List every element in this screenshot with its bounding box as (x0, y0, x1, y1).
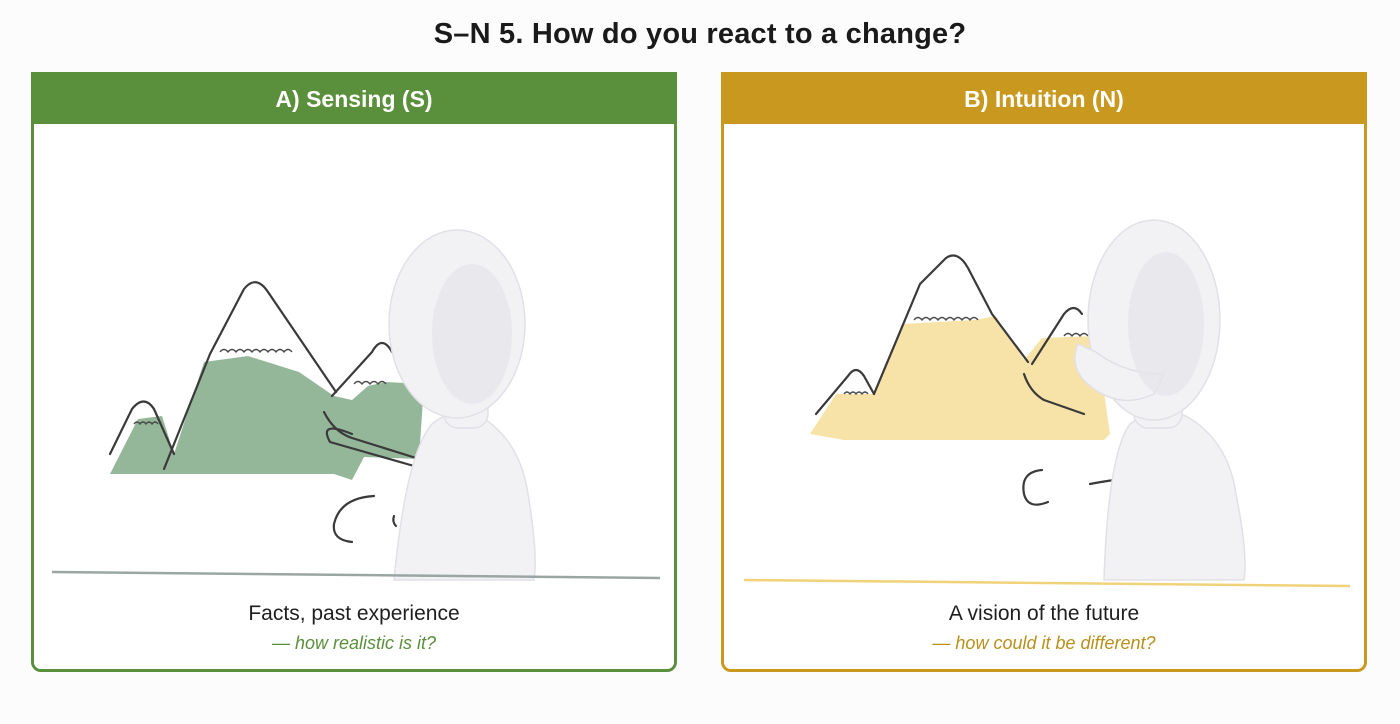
mountains-sensing (110, 356, 424, 480)
caption-sub-sensing: — how realistic is it? (271, 633, 437, 653)
caption-intuition: A vision of the future — how could it be… (724, 592, 1364, 669)
caption-sub-intuition: — how could it be different? (932, 633, 1156, 653)
page-title: S–N 5. How do you react to a change? (433, 18, 967, 50)
option-card-sensing[interactable]: A) Sensing (S) (31, 72, 677, 672)
caption-main-intuition: A vision of the future (948, 602, 1140, 625)
option-header-intuition: B) Intuition (N) (724, 75, 1364, 124)
option-card-intuition[interactable]: B) Intuition (N) (721, 72, 1367, 672)
caption-sensing: Facts, past experience — how realistic i… (34, 592, 674, 669)
option-header-sensing: A) Sensing (S) (34, 75, 674, 124)
figure-facing-mountains-illustration (34, 124, 674, 592)
mountains-intuition (810, 316, 1110, 440)
figure-thinking-mountains-illustration (724, 124, 1364, 592)
caption-main-sensing: Facts, past experience (248, 602, 460, 625)
